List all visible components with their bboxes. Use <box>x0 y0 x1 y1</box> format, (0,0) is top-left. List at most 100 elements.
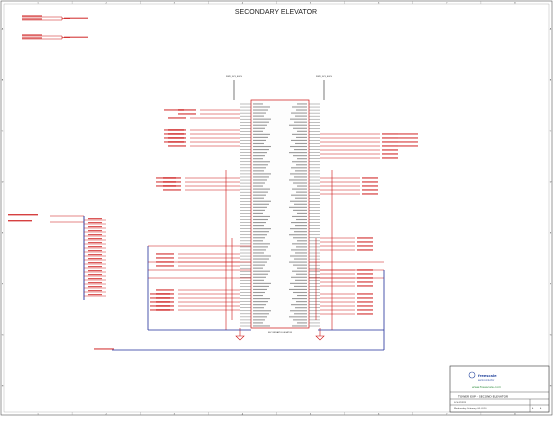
pin-name-right <box>289 261 307 263</box>
sheet-title: SECONDARY ELEVATOR <box>235 9 317 16</box>
net-tag <box>164 129 184 131</box>
pin-name-left <box>253 294 263 297</box>
sheet-of: 4 <box>540 408 542 410</box>
pin-name-right <box>292 325 307 327</box>
col-marker-bottom: 4 <box>242 414 244 416</box>
pin-name-right <box>290 200 307 202</box>
row-marker-right: H <box>550 386 552 388</box>
net-label-right <box>382 137 398 139</box>
pin-name-left <box>253 325 270 327</box>
row-marker-left: G <box>2 335 4 337</box>
net-tag <box>398 133 418 135</box>
pin-name-left <box>253 145 271 148</box>
bus-member-label <box>88 262 102 264</box>
bus-member-label <box>88 286 102 288</box>
power-label-left: PWR_3V3_ELEV <box>226 76 243 78</box>
net-label-right <box>357 297 373 299</box>
net-tag <box>156 181 176 183</box>
pin-name-left <box>253 288 267 291</box>
pin-name-right <box>297 212 307 214</box>
pin-name-left <box>253 176 269 178</box>
pin-name-left <box>253 225 264 227</box>
bus-member-label <box>88 254 102 256</box>
pin-name-left <box>253 194 266 196</box>
pin-name-right <box>290 228 307 230</box>
pin-name-left <box>253 133 270 135</box>
pin-name-right <box>293 237 307 239</box>
pin-name-left <box>253 252 264 254</box>
col-marker-bottom: 5 <box>310 414 312 416</box>
pin-name-right <box>297 158 307 160</box>
net-label-right <box>362 177 378 179</box>
net-tag <box>94 348 114 350</box>
pin-name-left <box>253 191 268 193</box>
net-label-left <box>156 289 174 291</box>
pin-name-right <box>295 115 307 117</box>
pin-name-left <box>253 243 270 245</box>
row-marker-right: A <box>550 28 552 31</box>
net-label-right <box>362 193 378 195</box>
bus-member-label <box>88 250 102 252</box>
power-nets: PWR_3V3_ELEV PWR_3V3_ELEV <box>226 76 333 100</box>
pin-name-left <box>253 206 267 208</box>
pin-name-right <box>290 255 307 257</box>
col-marker-top: 7 <box>446 3 448 5</box>
col-marker-top: 2 <box>106 3 108 5</box>
pin-name-right <box>290 282 307 284</box>
pin-name-right <box>293 209 307 211</box>
col-marker-top: 1 <box>37 3 39 5</box>
pin-name-right <box>295 307 307 309</box>
pin-name-left <box>253 267 263 269</box>
pin-name-left <box>253 127 265 129</box>
net-label-right <box>357 245 373 247</box>
bus-member-label <box>88 282 102 284</box>
pin-name-left <box>253 149 269 151</box>
col-marker-bottom: 3 <box>174 414 176 416</box>
net-tag <box>156 177 176 179</box>
pin-name-right <box>296 109 307 111</box>
pin-name-right <box>291 222 307 224</box>
row-marker-right: E <box>550 233 552 235</box>
pin-name-right <box>293 155 307 157</box>
pin-name-right <box>290 145 307 148</box>
pin-name-left <box>253 319 265 321</box>
ground-symbol-left <box>235 328 245 341</box>
bus-member-label <box>88 294 102 296</box>
bus-source-label <box>8 220 32 222</box>
net-tag <box>150 301 170 303</box>
pin-name-right <box>292 215 307 218</box>
pin-name-left <box>253 197 264 199</box>
net-tag <box>156 185 176 187</box>
net-label-left <box>156 257 174 259</box>
pin-name-left <box>253 200 271 202</box>
row-marker-left: C <box>2 131 4 133</box>
pin-name-left <box>253 109 268 111</box>
pin-name-left <box>253 249 266 251</box>
pin-name-left <box>253 112 266 114</box>
net-label-right <box>357 241 373 243</box>
pin-name-right <box>292 188 307 190</box>
bus-member-label <box>88 242 102 244</box>
pin-name-right <box>290 173 307 175</box>
pin-name-right <box>297 130 307 132</box>
pin-name-left <box>253 276 266 278</box>
col-marker-top: 8 <box>514 3 516 5</box>
net-tag <box>398 145 418 147</box>
pin-name-left <box>253 279 264 281</box>
pin-name-left <box>253 237 265 239</box>
net-label-left <box>178 113 196 115</box>
row-marker-right: G <box>550 335 552 337</box>
net-tag <box>150 309 170 311</box>
pin-name-right <box>291 194 307 196</box>
pin-name-left <box>253 161 270 163</box>
pin-name-right <box>292 133 307 135</box>
row-marker-right: B <box>550 80 552 82</box>
net-tag <box>150 293 170 295</box>
pin-name-right <box>292 106 307 108</box>
col-marker-bottom: 7 <box>446 414 448 416</box>
pin-name-left <box>253 313 269 315</box>
net-label-right <box>357 237 373 239</box>
pin-name-left <box>253 203 269 205</box>
net-label-right <box>357 249 373 251</box>
